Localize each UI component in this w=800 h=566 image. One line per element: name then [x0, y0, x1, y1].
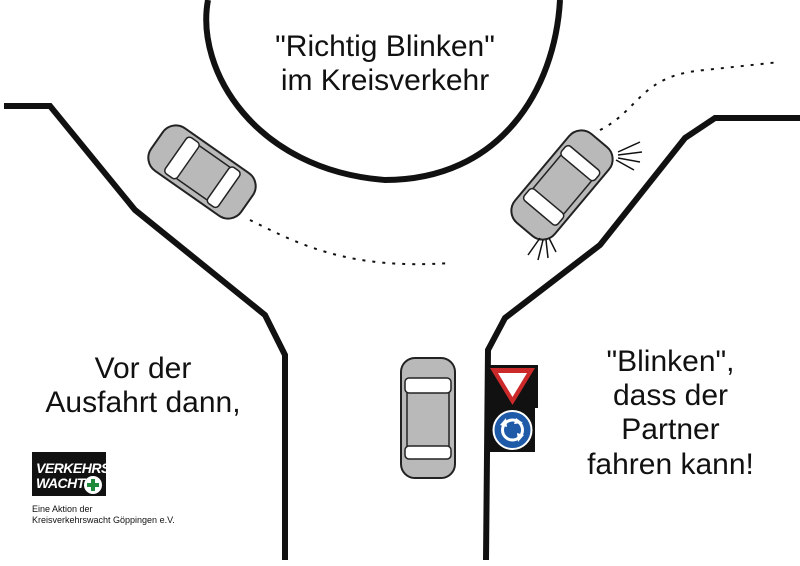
title-line: "Richtig Blinken" — [275, 30, 495, 63]
logo-word-2: WACHT — [36, 475, 85, 491]
logo-caption-line: Eine Aktion der — [32, 504, 93, 514]
car-icon — [147, 124, 257, 220]
right-caption: "Blinken", dass der Partner fahren kann! — [558, 345, 783, 482]
title: "Richtig Blinken" im Kreisverkehr — [215, 30, 555, 97]
trajectory-exit-car — [599, 61, 781, 131]
verkehrswacht-logo: VERKEHRS WACHT Eine Aktion der Kreisverk… — [30, 452, 230, 542]
right-caption-line: "Blinken", — [606, 345, 735, 378]
car-icon — [400, 357, 456, 479]
right-caption-line: dass der — [612, 379, 729, 413]
logo-badge: VERKEHRS WACHT — [32, 452, 110, 496]
red-cross-icon — [84, 476, 102, 494]
car-icon — [510, 129, 614, 241]
right-caption-line: Partner — [621, 413, 720, 447]
road-edge-left — [4, 103, 288, 560]
logo-caption: Eine Aktion der Kreisverkehrswacht Göppi… — [32, 504, 175, 527]
logo-word-1: VERKEHRS — [36, 460, 110, 476]
left-caption-line: Vor der — [94, 352, 192, 385]
left-caption-line: Ausfahrt dann, — [45, 385, 241, 419]
right-caption-line: fahren kann! — [587, 447, 754, 481]
indicator-light-icon — [615, 141, 643, 171]
logo-caption-line: Kreisverkehrswacht Göppingen e.V. — [32, 515, 175, 526]
trajectory-left-car — [249, 219, 451, 266]
yield-sign-icon — [487, 365, 538, 408]
left-caption: Vor der Ausfahrt dann, — [18, 352, 268, 419]
indicator-light-icon — [527, 237, 557, 261]
roundabout-sign-icon — [490, 408, 535, 452]
road-edge-right — [483, 115, 800, 561]
central-island — [203, 0, 563, 184]
title-line: im Kreisverkehr — [280, 63, 490, 97]
